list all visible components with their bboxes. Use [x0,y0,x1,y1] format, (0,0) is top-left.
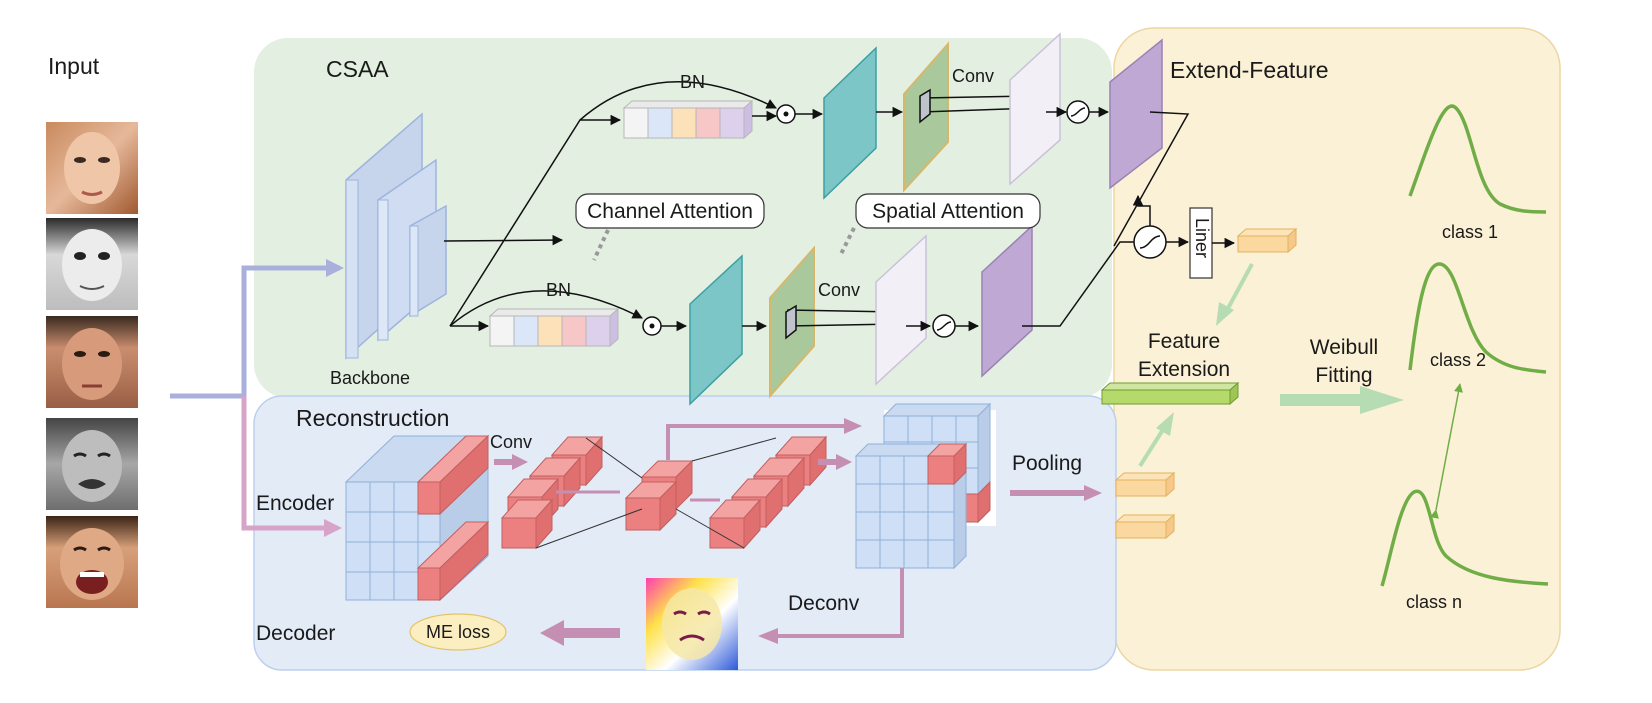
teal-plane-top [823,46,877,200]
reconstruction-title: Reconstruction [296,405,449,431]
face-image-1 [46,122,138,214]
arrow-pool-to-extension [1138,412,1174,468]
purple-plane-top [1109,38,1163,190]
conv-output-arrow [818,454,852,470]
pooled-vectors [1114,471,1176,540]
teal-plane-bottom [689,254,743,406]
white-plane-bottom [875,234,927,386]
backbone-block [345,112,447,360]
conv-stack-middle [624,459,694,532]
extension-bar [1100,381,1240,406]
face-image-4 [46,418,138,510]
conv-stack-right [708,435,828,550]
spatial-attention-label: Spatial Attention [872,200,1024,223]
feature-extension-label-2: Extension [1138,358,1230,381]
pooling-label: Pooling [1012,452,1082,475]
bn-cubes-top [622,99,754,140]
purple-plane-bottom [981,224,1033,378]
decoder-label: Decoder [256,622,335,645]
skip-connection-arrow [666,418,862,460]
white-plane-top [1009,32,1061,186]
curve-class-2 [1408,262,1547,374]
arrow-vector-to-extension [1216,263,1254,326]
conv-connections [535,437,777,549]
backbone-output-lines [443,80,777,332]
feature-map-front [854,442,968,570]
sigmoid-top [1046,100,1110,124]
encoder-label: Encoder [256,492,334,515]
pooling-arrow [1010,485,1102,501]
conv-top-label: Conv [952,66,994,86]
face-image-3 [46,316,138,408]
curve-class-1 [1408,104,1547,214]
face-image-5 [46,516,138,608]
weibull-label-2: Fitting [1315,364,1372,387]
bn-top-label: BN [680,72,705,92]
liner-label: Liner [1192,218,1212,258]
multiply-top [752,104,824,124]
merge-lines [1022,111,1190,327]
input-split-arrows [170,259,344,537]
channel-attention-box: Channel Attention [575,193,765,261]
encoder-block [344,434,490,602]
conv-recon-label: Conv [490,432,532,452]
extend-feature-title: Extend-Feature [1170,57,1329,83]
classn-label: class n [1406,592,1462,612]
deconv-arrow [758,568,904,644]
class2-label: class 2 [1430,350,1486,370]
reconstructed-image [646,578,738,670]
conv-arrow [494,454,528,470]
sigmoid-bottom [906,314,980,338]
face-image-2 [46,218,138,310]
csaa-title: CSAA [326,56,389,82]
backbone-label: Backbone [330,368,410,388]
bn-cubes-bottom [488,307,620,348]
class-separation-arrow [1430,383,1463,519]
curve-class-n [1380,489,1549,587]
deconv-label: Deconv [788,592,860,615]
channel-attention-label: Channel Attention [587,200,753,223]
liner-box: Liner [1189,207,1236,279]
input-label: Input [48,53,100,79]
multiply-bottom [642,316,688,336]
me-loss-badge: ME loss [409,613,507,651]
class1-label: class 1 [1442,222,1498,242]
weibull-arrow [1280,386,1404,414]
weibull-label-1: Weibull [1310,336,1378,359]
input-faces [46,122,138,608]
distribution-curves [1380,104,1549,587]
spatial-attention-box: Spatial Attention [838,193,1041,257]
conv-bottom-label: Conv [818,280,860,300]
feature-extension-label-1: Feature [1148,330,1220,353]
sigmoid-merge [1133,225,1190,259]
me-loss-label: ME loss [426,622,490,642]
feature-vector-top [1236,227,1298,254]
bn-bottom-label: BN [546,280,571,300]
reconstruction-to-loss-arrow [540,620,620,646]
